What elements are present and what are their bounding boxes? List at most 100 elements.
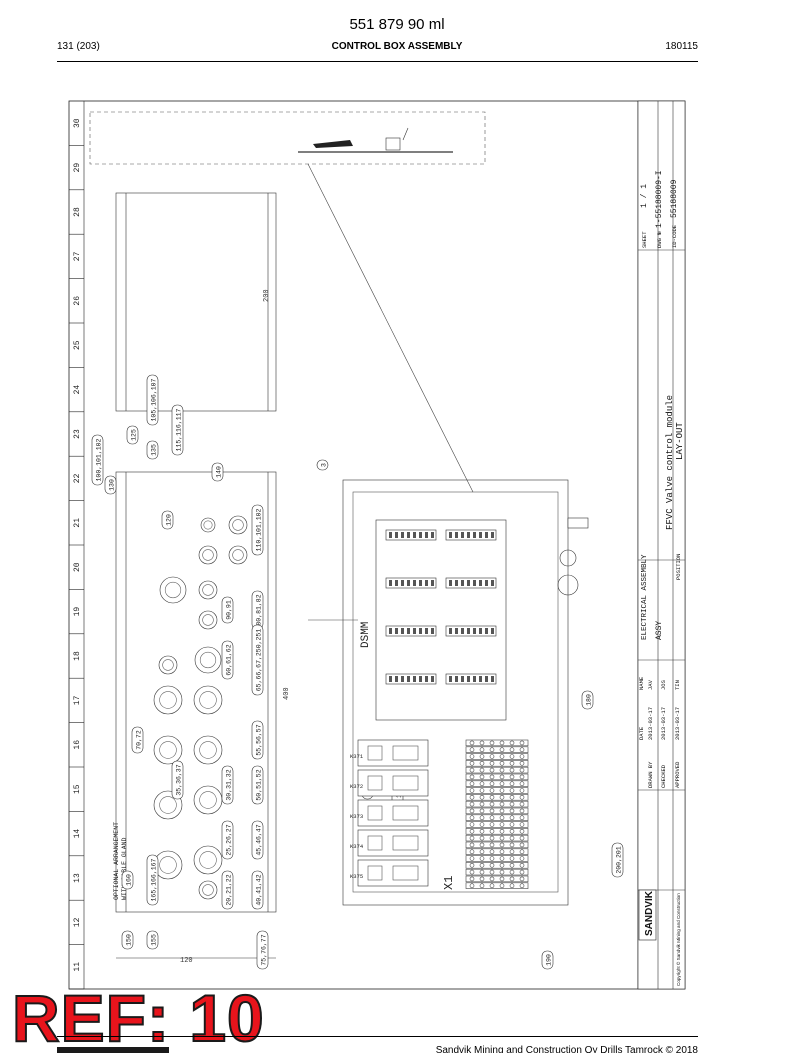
gland-circle	[159, 576, 187, 604]
callout-text: 155	[151, 934, 158, 946]
gland-inner	[159, 691, 177, 709]
gland-circle	[193, 685, 223, 715]
callout-text: 190	[546, 954, 553, 966]
gland-inner	[199, 741, 217, 759]
gland-inner	[202, 614, 214, 626]
terminal	[465, 875, 529, 883]
callout-25: 160	[121, 870, 134, 890]
callout-18: 25,26,27	[221, 820, 234, 860]
callout-11: 60,61,62	[221, 640, 234, 680]
grid-number: 23	[73, 429, 82, 439]
dwg-label: DWG №	[656, 231, 663, 248]
gland-plate	[115, 471, 277, 913]
idcode-label: ID-CODE	[671, 224, 678, 248]
callout-3: 135	[146, 440, 159, 460]
approved-date: 2013-03-17	[674, 707, 681, 740]
terminal	[465, 868, 529, 876]
gland-circle	[158, 655, 178, 675]
callout-2: 125	[126, 425, 139, 445]
terminal	[465, 828, 529, 835]
sheet-value: 1 / 1	[640, 184, 649, 208]
callout-text: 115,116,117	[176, 408, 183, 451]
gland-inner	[203, 520, 213, 530]
terminal-block	[465, 739, 529, 889]
callout-text: 40,41,42	[256, 874, 263, 905]
brand-logo: SANDVIK	[644, 890, 655, 936]
grid-number: 19	[73, 607, 82, 617]
dsmm-connector	[445, 529, 497, 541]
terminal	[465, 773, 529, 781]
gland-inner	[159, 741, 177, 759]
grid-number: 24	[73, 385, 82, 395]
callout-text: 20,21,22	[226, 874, 233, 905]
drawn-date: 2013-03-17	[647, 707, 654, 740]
checked-label: CHECKED	[660, 764, 667, 788]
gland-inner	[202, 549, 214, 561]
callout-text: 130	[109, 479, 116, 491]
grid-number: 12	[73, 917, 82, 927]
gland-inner	[202, 884, 214, 896]
document-number: 551 879 90 ml	[349, 16, 445, 33]
callout-4: 105,106,107	[146, 374, 159, 426]
grid-number: 29	[73, 163, 82, 173]
gland-circle	[194, 646, 222, 674]
callout-text: 80,81,82	[256, 594, 263, 625]
callout-group: 100,101,102 130 125 135 105,106,107 115,116,1…	[91, 374, 624, 970]
approved-name: TIN	[674, 680, 681, 690]
dsmm-connector	[445, 673, 497, 685]
terminal	[465, 760, 529, 767]
relay-label: K375	[350, 873, 363, 880]
idcode-value: 55188009	[670, 179, 679, 218]
grid-number: 30	[73, 118, 82, 128]
document-code: 180115	[665, 41, 698, 52]
callout-text: 105,106,107	[151, 378, 158, 421]
optional-note-line2: WITH CABLE GLAND	[121, 837, 128, 900]
callout-0: 100,101,102	[91, 434, 104, 486]
callout-16: 30,31,32	[221, 765, 234, 805]
date-label: DATE	[638, 726, 645, 740]
callout-6: 140	[211, 462, 224, 482]
gland-circle	[228, 515, 248, 535]
callout-text: 3	[321, 463, 328, 467]
terminal	[465, 841, 529, 849]
gland-inner	[159, 796, 177, 814]
position-label: POSITION	[675, 554, 682, 580]
terminal	[465, 821, 529, 828]
callout-text: 60,61,62	[226, 644, 233, 675]
callout-text: 30,31,32	[226, 769, 233, 800]
cable-detail-box	[89, 111, 486, 165]
callout-text: 35,36,37	[176, 764, 183, 795]
terminal	[465, 800, 529, 808]
header-rule	[57, 61, 698, 62]
drawn-label: DRAWN BY	[647, 761, 654, 788]
grid-number: 11	[73, 962, 82, 972]
callout-8: 110,101,102	[251, 504, 264, 556]
checked-name: JOS	[660, 679, 667, 690]
callout-12: 65,66,67,250,251	[251, 624, 264, 696]
callout-9: 90,91	[221, 596, 234, 624]
dsmm-module	[375, 519, 507, 721]
callout-text: 165,166,167	[151, 858, 158, 901]
title-block	[637, 100, 686, 990]
box-lid	[115, 192, 277, 412]
grid-number: 22	[73, 473, 82, 483]
gland-circle	[200, 517, 216, 533]
assembly-type: ELECTRICAL ASSEMBLY	[641, 554, 649, 640]
terminal	[465, 753, 529, 760]
cable-glands	[153, 515, 248, 900]
grid-number: 18	[73, 651, 82, 661]
dsmm-connector	[385, 577, 437, 589]
callout-text: 75,76,77	[261, 934, 268, 965]
callout-text: 180	[586, 694, 593, 706]
gland-inner	[202, 584, 214, 596]
dwg-value: 1-55188009-I	[655, 170, 664, 228]
module-subtitle: LAY-OUT	[675, 422, 685, 460]
page-number: 131 (203)	[57, 41, 100, 52]
gland-inner	[232, 519, 244, 531]
grid-number: 25	[73, 340, 82, 350]
checked-date: 2013-03-17	[660, 707, 667, 740]
optional-note-line1: OPTIONAL ARRANGEMENT	[113, 822, 120, 900]
terminal	[465, 834, 529, 842]
callout-text: 160	[126, 874, 133, 886]
